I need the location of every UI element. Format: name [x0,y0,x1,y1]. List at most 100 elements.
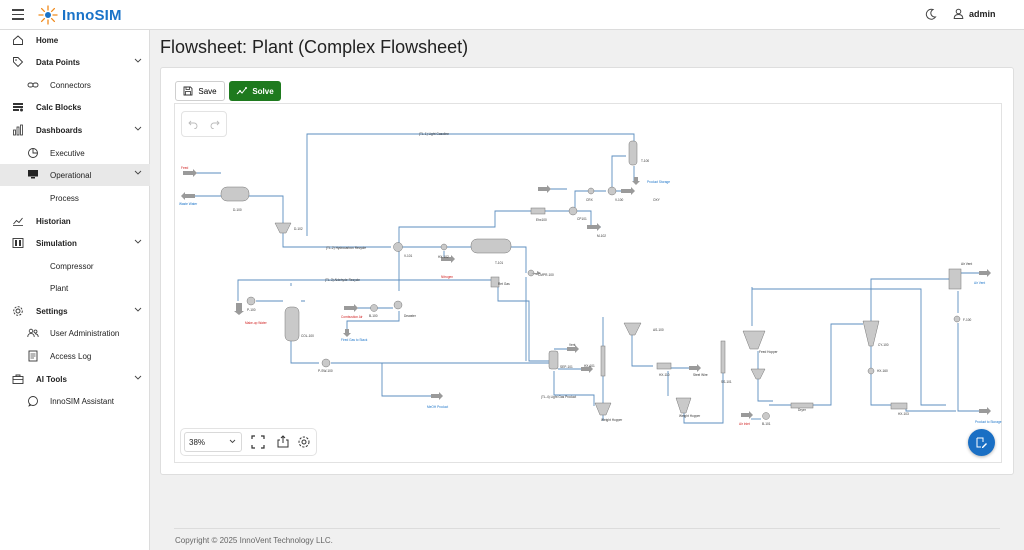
dark-mode-icon[interactable] [925,8,937,20]
fit-view-icon[interactable] [251,435,265,449]
label-cy100: CY-100 [878,343,889,347]
sidebar-item-dashboards[interactable]: Dashboards [0,120,150,140]
chevron-down-icon [134,239,142,244]
valve-3[interactable] [490,276,500,288]
sidebar-item-executive[interactable]: Executive [0,143,150,163]
label-d100: D-100 [233,208,242,212]
user-icon [953,8,964,19]
flowsheet-labels: (TL-1) Light Gasoline Feed Waste Water D… [179,132,1002,426]
page-title: Flowsheet: Plant (Complex Flowsheet) [160,37,469,57]
label-light-gas: (TL-4) Light Gas Product [541,395,576,399]
label-pump-bottom: P-SW-100 [318,369,333,373]
label-dewater: Dewater [404,314,417,318]
settings-gear-icon[interactable] [297,435,311,449]
chevron-down-icon [134,126,142,131]
sidebar-item-ai-tools[interactable]: AI Tools [0,369,150,389]
column-t100[interactable] [628,140,638,166]
sidebar-item-plant[interactable]: Plant [0,278,150,298]
dryer-conveyor[interactable] [790,402,814,409]
save-button[interactable]: Save [175,81,225,101]
label-steel-wire: Steel Wire [693,373,708,377]
hopper-small[interactable] [750,368,766,380]
tower-col100[interactable] [284,306,300,342]
solve-button[interactable]: Solve [229,81,281,101]
sidebar-item-label: AI Tools [36,374,67,384]
blower-b100[interactable] [370,304,378,312]
stream-arrows [181,169,991,419]
valve-hx102[interactable] [440,243,448,251]
sidebar-item-data-points[interactable]: Data Points [0,52,150,72]
sidebar-item-calc-blocks[interactable]: Calc Blocks [0,97,150,117]
zoom-select[interactable]: 38% [184,432,242,452]
label-vent: Vent [569,343,575,347]
cyclone-cy100[interactable] [862,320,880,347]
label-weight-hopper-1: Weight Hopper [601,418,623,422]
sidebar-item-label: Connectors [50,80,91,90]
edit-notes-button[interactable] [968,429,995,456]
redo-icon[interactable] [210,119,220,129]
pump-psw100[interactable] [321,358,331,368]
label-vent-right: Air Vent [974,281,985,285]
label-recycle-top: (TL-1) Light Gasoline [419,132,449,136]
sidebar-item-access-log[interactable]: Access Log [0,346,150,366]
sidebar-item-connectors[interactable]: Connectors [0,75,150,95]
sidebar-item-label: InnoSIM Assistant [50,396,115,406]
menu-icon[interactable] [12,9,24,20]
tank-t101[interactable] [470,238,512,254]
solve-icon [236,87,248,95]
hopper-as100[interactable] [623,322,642,336]
hopper-weight-1[interactable] [594,402,612,416]
mixer-v101[interactable] [393,242,403,252]
sidebar-item-process[interactable]: Process [0,188,150,208]
pipe-vertical[interactable] [600,345,606,377]
logo-sun-icon [38,5,58,25]
undo-icon[interactable] [188,119,198,129]
separator-sep101[interactable] [548,350,559,370]
heater-ehx[interactable] [530,207,546,215]
sidebar-item-historian[interactable]: Historian [0,211,150,231]
valve-v100[interactable] [587,187,595,195]
mixer-low[interactable] [393,300,403,310]
logo[interactable]: InnoSIM [38,5,122,25]
hopper-d102[interactable] [274,222,292,234]
steel-wire-column[interactable] [720,340,726,374]
exchanger-hx110[interactable] [656,362,672,370]
user-menu[interactable]: admin [953,8,996,19]
logo-text: InnoSIM [62,6,122,24]
sidebar-item-settings[interactable]: Settings [0,301,150,321]
bar-chart-icon [13,124,23,136]
valve-hx160[interactable] [867,367,875,375]
filter-f100[interactable] [948,268,962,290]
sidebar-item-compressor[interactable]: Compressor [0,256,150,276]
sidebar-item-innosim-assistant[interactable]: InnoSIM Assistant [0,391,150,411]
label-fired-to-stack: Fired Gas to Stack [341,338,368,342]
sidebar-item-label: Compressor [50,261,94,271]
label-blower: B-101 [762,422,771,426]
valve-right[interactable] [953,315,961,323]
sidebar-item-home[interactable]: Home [0,30,150,50]
label-v101: V-101 [404,254,413,258]
hopper-weight-2[interactable] [675,397,692,414]
label-heat-exch-low: HX-101 [584,364,595,368]
chevron-down-icon [134,375,142,380]
users-icon [27,328,39,338]
monitor-icon [28,170,38,179]
flowsheet-diagram[interactable]: (TL-1) Light Gasoline Feed Waste Water D… [175,104,1003,464]
sidebar-item-simulation[interactable]: Simulation [0,233,150,253]
blower-b101[interactable] [762,412,770,420]
export-icon[interactable] [276,435,290,449]
mixer-cp101[interactable] [568,206,578,216]
mixer-crx[interactable] [607,186,617,196]
label-combust-air: Combustion Air [341,315,364,319]
flowsheet-canvas[interactable]: (TL-1) Light Gasoline Feed Waste Water D… [174,103,1002,463]
solve-label: Solve [252,86,274,96]
exchanger-hx103[interactable] [890,402,908,410]
pump-p100[interactable] [246,296,256,306]
vessel-d100[interactable] [220,186,250,202]
label-tower: COL-100 [301,334,314,338]
streams [194,133,981,424]
trend-icon [13,217,23,226]
sidebar-item-operational[interactable]: Operational [0,164,150,186]
sidebar-item-user-administration[interactable]: User Administration [0,323,150,343]
hopper-feed[interactable] [742,330,766,350]
